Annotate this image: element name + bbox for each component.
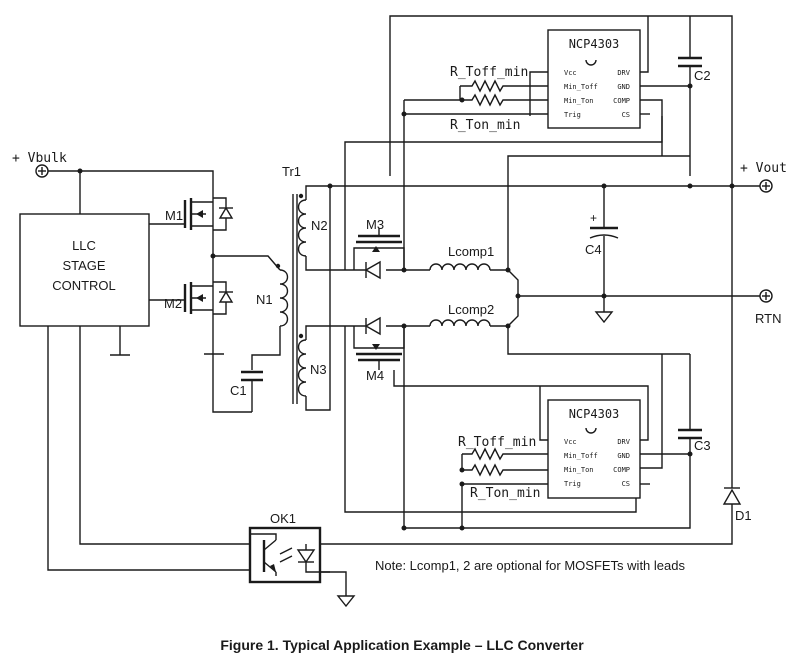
ic-bottom-pin-gnd: GND: [617, 452, 630, 460]
lcomp2-label: Lcomp2: [448, 302, 494, 317]
r-toff-bottom-label: R_Toff_min: [458, 435, 536, 450]
controller-label-line1: LLC: [72, 238, 96, 253]
ic-top-pin-trig: Trig: [564, 111, 581, 119]
r-ton-top-label: R_Ton_min: [450, 118, 520, 133]
m3-label: M3: [366, 217, 384, 232]
vout-terminal: + Vout: [740, 161, 787, 193]
ic-top-name: NCP4303: [569, 37, 620, 51]
c1-label: C1: [230, 383, 247, 398]
inductor-lcomp2: Lcomp2: [429, 302, 494, 327]
winding-n2: N2: [297, 185, 354, 271]
resistor-r-toff-bottom: R_Toff_min: [458, 435, 548, 461]
ic-top-pin-gnd: GND: [617, 83, 630, 91]
mosfet-m1: M1: [149, 192, 234, 236]
capacitor-c2: C2: [678, 16, 711, 176]
ic-bottom-pin-drv: DRV: [617, 438, 630, 446]
ic-top-pin-minton: Min_Ton: [564, 97, 594, 105]
r-ton-bottom-label: R_Ton_min: [470, 486, 540, 501]
vbulk-terminal: + Vbulk: [12, 151, 67, 178]
c2-label: C2: [694, 68, 711, 83]
ic-top-pin-comp: COMP: [613, 97, 630, 105]
lcomp1-label: Lcomp1: [448, 244, 494, 259]
ic-ncp4303-bottom: NCP4303 Vcc Min_Toff Min_Ton Trig DRV GN…: [547, 399, 641, 499]
mosfet-m3: M3: [353, 217, 405, 280]
optocoupler-ok1: OK1: [248, 511, 330, 584]
controller-label-line3: CONTROL: [52, 278, 116, 293]
ic-bottom-pin-minton: Min_Ton: [564, 466, 594, 474]
rtn-label: RTN: [755, 311, 781, 326]
ic-bottom-name: NCP4303: [569, 407, 620, 421]
n2-label: N2: [311, 218, 328, 233]
resistor-r-ton-bottom: R_Ton_min: [462, 463, 548, 501]
resistor-r-ton-top: R_Ton_min: [450, 93, 548, 133]
ic-bottom-pin-mintoff: Min_Toff: [564, 452, 598, 460]
inductor-lcomp1: Lcomp1: [429, 244, 494, 271]
transformer-tr1: Tr1: [282, 164, 301, 404]
winding-n3: N3: [297, 186, 354, 411]
resistor-r-toff-top: R_Toff_min: [450, 65, 548, 93]
figure-caption: Figure 1. Typical Application Example – …: [220, 637, 584, 653]
rtn-terminal: RTN: [755, 289, 781, 326]
ok1-label: OK1: [270, 511, 296, 526]
ic-ncp4303-top: NCP4303 Vcc Min_Toff Min_Ton Trig DRV GN…: [547, 29, 641, 129]
mosfet-m2: M2: [149, 278, 234, 355]
tr1-label: Tr1: [282, 164, 301, 179]
ic-bottom-pin-cs: CS: [622, 480, 630, 488]
ic-bottom-pin-comp: COMP: [613, 466, 630, 474]
ic-top-pin-mintoff: Min_Toff: [564, 83, 598, 91]
n3-label: N3: [310, 362, 327, 377]
r-toff-top-label: R_Toff_min: [450, 65, 528, 80]
controller-label-line2: STAGE: [62, 258, 105, 273]
ic-bottom-pin-vcc: Vcc: [564, 438, 577, 446]
n1-label: N1: [256, 292, 273, 307]
c3-label: C3: [694, 438, 711, 453]
ic-top-pin-drv: DRV: [617, 69, 630, 77]
ic-top-pin-cs: CS: [622, 111, 630, 119]
m4-label: M4: [366, 368, 384, 383]
capacitor-c3: C3: [403, 326, 711, 529]
note-text: Note: Lcomp1, 2 are optional for MOSFETs…: [375, 558, 685, 573]
c4-plus: +: [590, 211, 597, 225]
capacitor-c4: + C4: [585, 186, 619, 324]
llc-stage-control-box: LLC STAGE CONTROL: [19, 213, 150, 327]
winding-n1: N1: [251, 263, 289, 370]
c4-label: C4: [585, 242, 602, 257]
m1-label: M1: [165, 208, 183, 223]
vbulk-label: + Vbulk: [12, 151, 67, 166]
ic-bottom-pin-trig: Trig: [564, 480, 581, 488]
m2-label: M2: [164, 296, 182, 311]
capacitor-c1: C1: [212, 354, 263, 413]
vout-label: + Vout: [740, 161, 787, 176]
ic-top-pin-vcc: Vcc: [564, 69, 577, 77]
mosfet-m4: M4: [353, 316, 405, 383]
diode-d1: D1: [306, 186, 752, 545]
d1-label: D1: [735, 508, 752, 523]
